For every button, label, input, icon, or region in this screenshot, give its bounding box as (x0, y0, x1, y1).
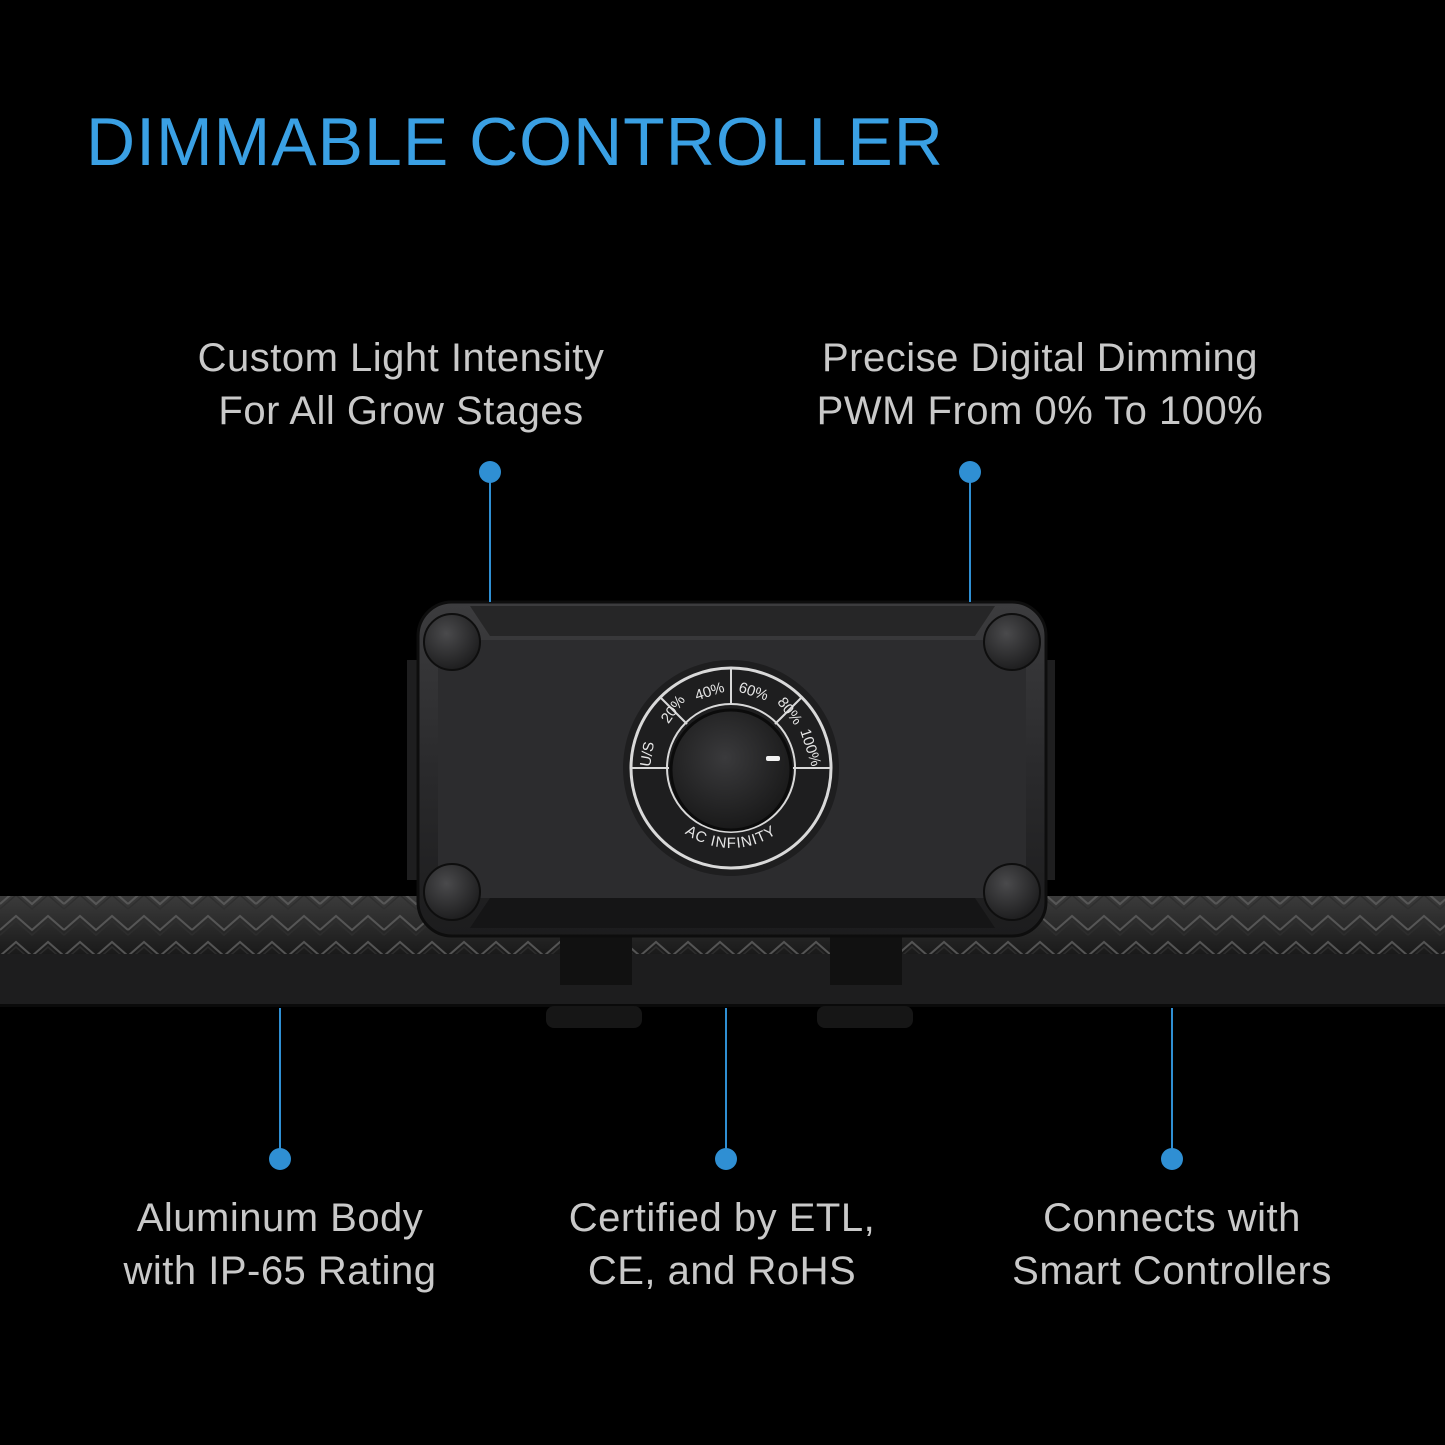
callout-aluminum-body: Aluminum Body with IP-65 Rating (80, 1192, 480, 1298)
callout-line: Aluminum Body (136, 1196, 424, 1240)
callout-line: CE, and RoHS (587, 1249, 857, 1293)
pointer-dot (269, 1148, 291, 1170)
callout-pointers (269, 461, 1183, 1170)
corner-screws (423, 613, 1041, 921)
callout-digital-dimming: Precise Digital Dimming PWM From 0% To 1… (780, 332, 1300, 438)
callout-line: Custom Light Intensity (197, 336, 605, 380)
callout-line: Certified by ETL, (568, 1196, 876, 1240)
callout-line: with IP-65 Rating (123, 1249, 437, 1293)
pointer-dot (715, 1148, 737, 1170)
pointer-dot (1161, 1148, 1183, 1170)
callout-smart-controllers: Connects with Smart Controllers (972, 1192, 1372, 1298)
callout-light-intensity: Custom Light Intensity For All Grow Stag… (151, 332, 651, 438)
pointer-dot (479, 461, 501, 483)
callout-line: Connects with (1043, 1196, 1301, 1240)
dimmer-dial[interactable]: U/S 20% 40% 60% 80% 100% AC INFINITY (623, 660, 839, 876)
pointer-dot (959, 461, 981, 483)
callout-line: For All Grow Stages (218, 389, 584, 433)
callout-line: PWM From 0% To 100% (816, 389, 1264, 433)
callout-certifications: Certified by ETL, CE, and RoHS (522, 1192, 922, 1298)
callout-line: Precise Digital Dimming (821, 336, 1259, 380)
dimmer-knob[interactable] (669, 708, 793, 832)
callout-line: Smart Controllers (1012, 1249, 1332, 1293)
controller-housing (416, 600, 1048, 938)
dial-label-us: U/S (637, 740, 658, 768)
knob-indicator (766, 756, 780, 761)
page-title: DIMMABLE CONTROLLER (86, 104, 944, 180)
